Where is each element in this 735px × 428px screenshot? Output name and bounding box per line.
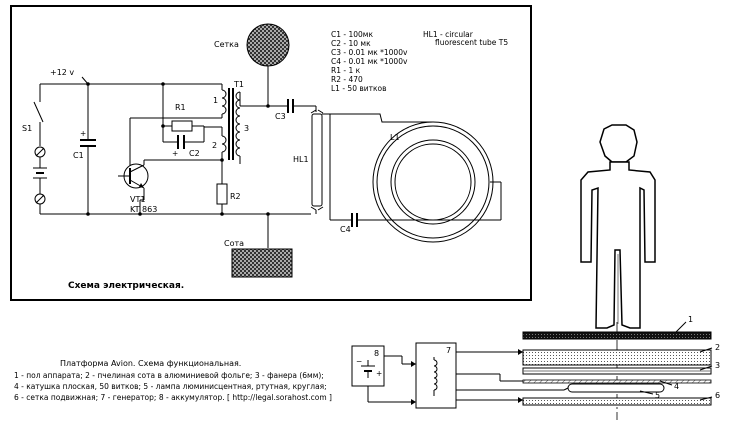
platform-title: Платформа Avion. Схема функциональная.: [60, 359, 241, 368]
layer-number-6: 6: [715, 391, 720, 400]
layer-number-3: 3: [715, 361, 720, 370]
honeycomb-electrode: [231, 248, 293, 278]
schematic-panel: Сетка +12 v S1 +: [10, 5, 532, 301]
layer-number-4: 4: [674, 382, 679, 391]
generator-box: [415, 342, 457, 409]
platform-diagram: 1 2 3 4 5 6 8 + − 7: [351, 315, 720, 420]
layer-6-grid: [522, 397, 712, 406]
layer-2-honeycomb: [522, 349, 712, 366]
hl1-label: HL1: [293, 155, 309, 164]
s1-label: S1: [22, 124, 32, 133]
parts-list-item: C2 - 10 мк: [331, 39, 371, 48]
c2-label: C2: [189, 149, 200, 158]
parts-list-item: R2 - 470: [331, 75, 363, 84]
r2-label: R2: [230, 192, 241, 201]
vt1-label: VT1: [130, 195, 145, 204]
layer-5-lamp: [567, 383, 665, 393]
supply-label: +12 v: [50, 68, 74, 77]
parts-list-item: L1 - 50 витков: [331, 84, 387, 93]
battery-number: 8: [374, 349, 379, 358]
winding-2-label: 2: [212, 141, 217, 150]
schematic-title: Схема электрическая.: [68, 281, 184, 291]
parts-list-item: C1 - 100мк: [331, 30, 373, 39]
svg-text:+: +: [376, 369, 382, 378]
grid-electrode: [246, 23, 290, 67]
layer-4-coil: [522, 379, 712, 384]
layer-number-1: 1: [688, 315, 693, 324]
r1-label: R1: [175, 103, 186, 112]
vt1-type-label: KT 863: [130, 205, 157, 214]
c3-label: C3: [275, 112, 286, 121]
l1-label: L1: [390, 133, 400, 142]
c1-label: C1: [73, 151, 84, 160]
winding-1-label: 1: [213, 96, 218, 105]
parts-list-item: C3 - 0.01 мк *1000v: [331, 48, 408, 57]
layer-number-5: 5: [655, 391, 660, 400]
svg-text:−: −: [356, 357, 362, 366]
layer-number-2: 2: [715, 343, 720, 352]
lamp-note-line-1: HL1 - circular: [423, 30, 474, 39]
human-figure: [580, 124, 656, 329]
svg-text:+: +: [172, 149, 178, 158]
layer-1-floor: [522, 331, 712, 340]
svg-text:+: +: [80, 129, 86, 138]
winding-3-label: 3: [244, 124, 249, 133]
platform-legend-line-2: 4 - катушка плоская, 50 витков; 5 - ламп…: [14, 382, 327, 391]
platform-caption: Платформа Avion. Схема функциональная. 1…: [14, 359, 332, 402]
parts-list-item: C4 - 0.01 мк *1000v: [331, 57, 408, 66]
honeycomb-label: Сота: [224, 239, 244, 248]
grid-label: Сетка: [214, 40, 239, 49]
hl1-lamp: [311, 113, 323, 207]
platform-legend-line-3: 6 - сетка подвижная; 7 - генератор; 8 - …: [14, 393, 332, 402]
platform-legend-line-1: 1 - пол аппарата; 2 - пчелиная сота в ал…: [14, 371, 324, 380]
r1-resistor: [171, 120, 193, 132]
r2-resistor: [216, 183, 228, 205]
c4-label: C4: [340, 225, 351, 234]
lamp-note-line-2: fluorescent tube T5: [435, 38, 508, 47]
parts-list-item: R1 - 1 к: [331, 66, 361, 75]
t1-label: T1: [233, 80, 244, 89]
generator-number: 7: [446, 346, 451, 355]
